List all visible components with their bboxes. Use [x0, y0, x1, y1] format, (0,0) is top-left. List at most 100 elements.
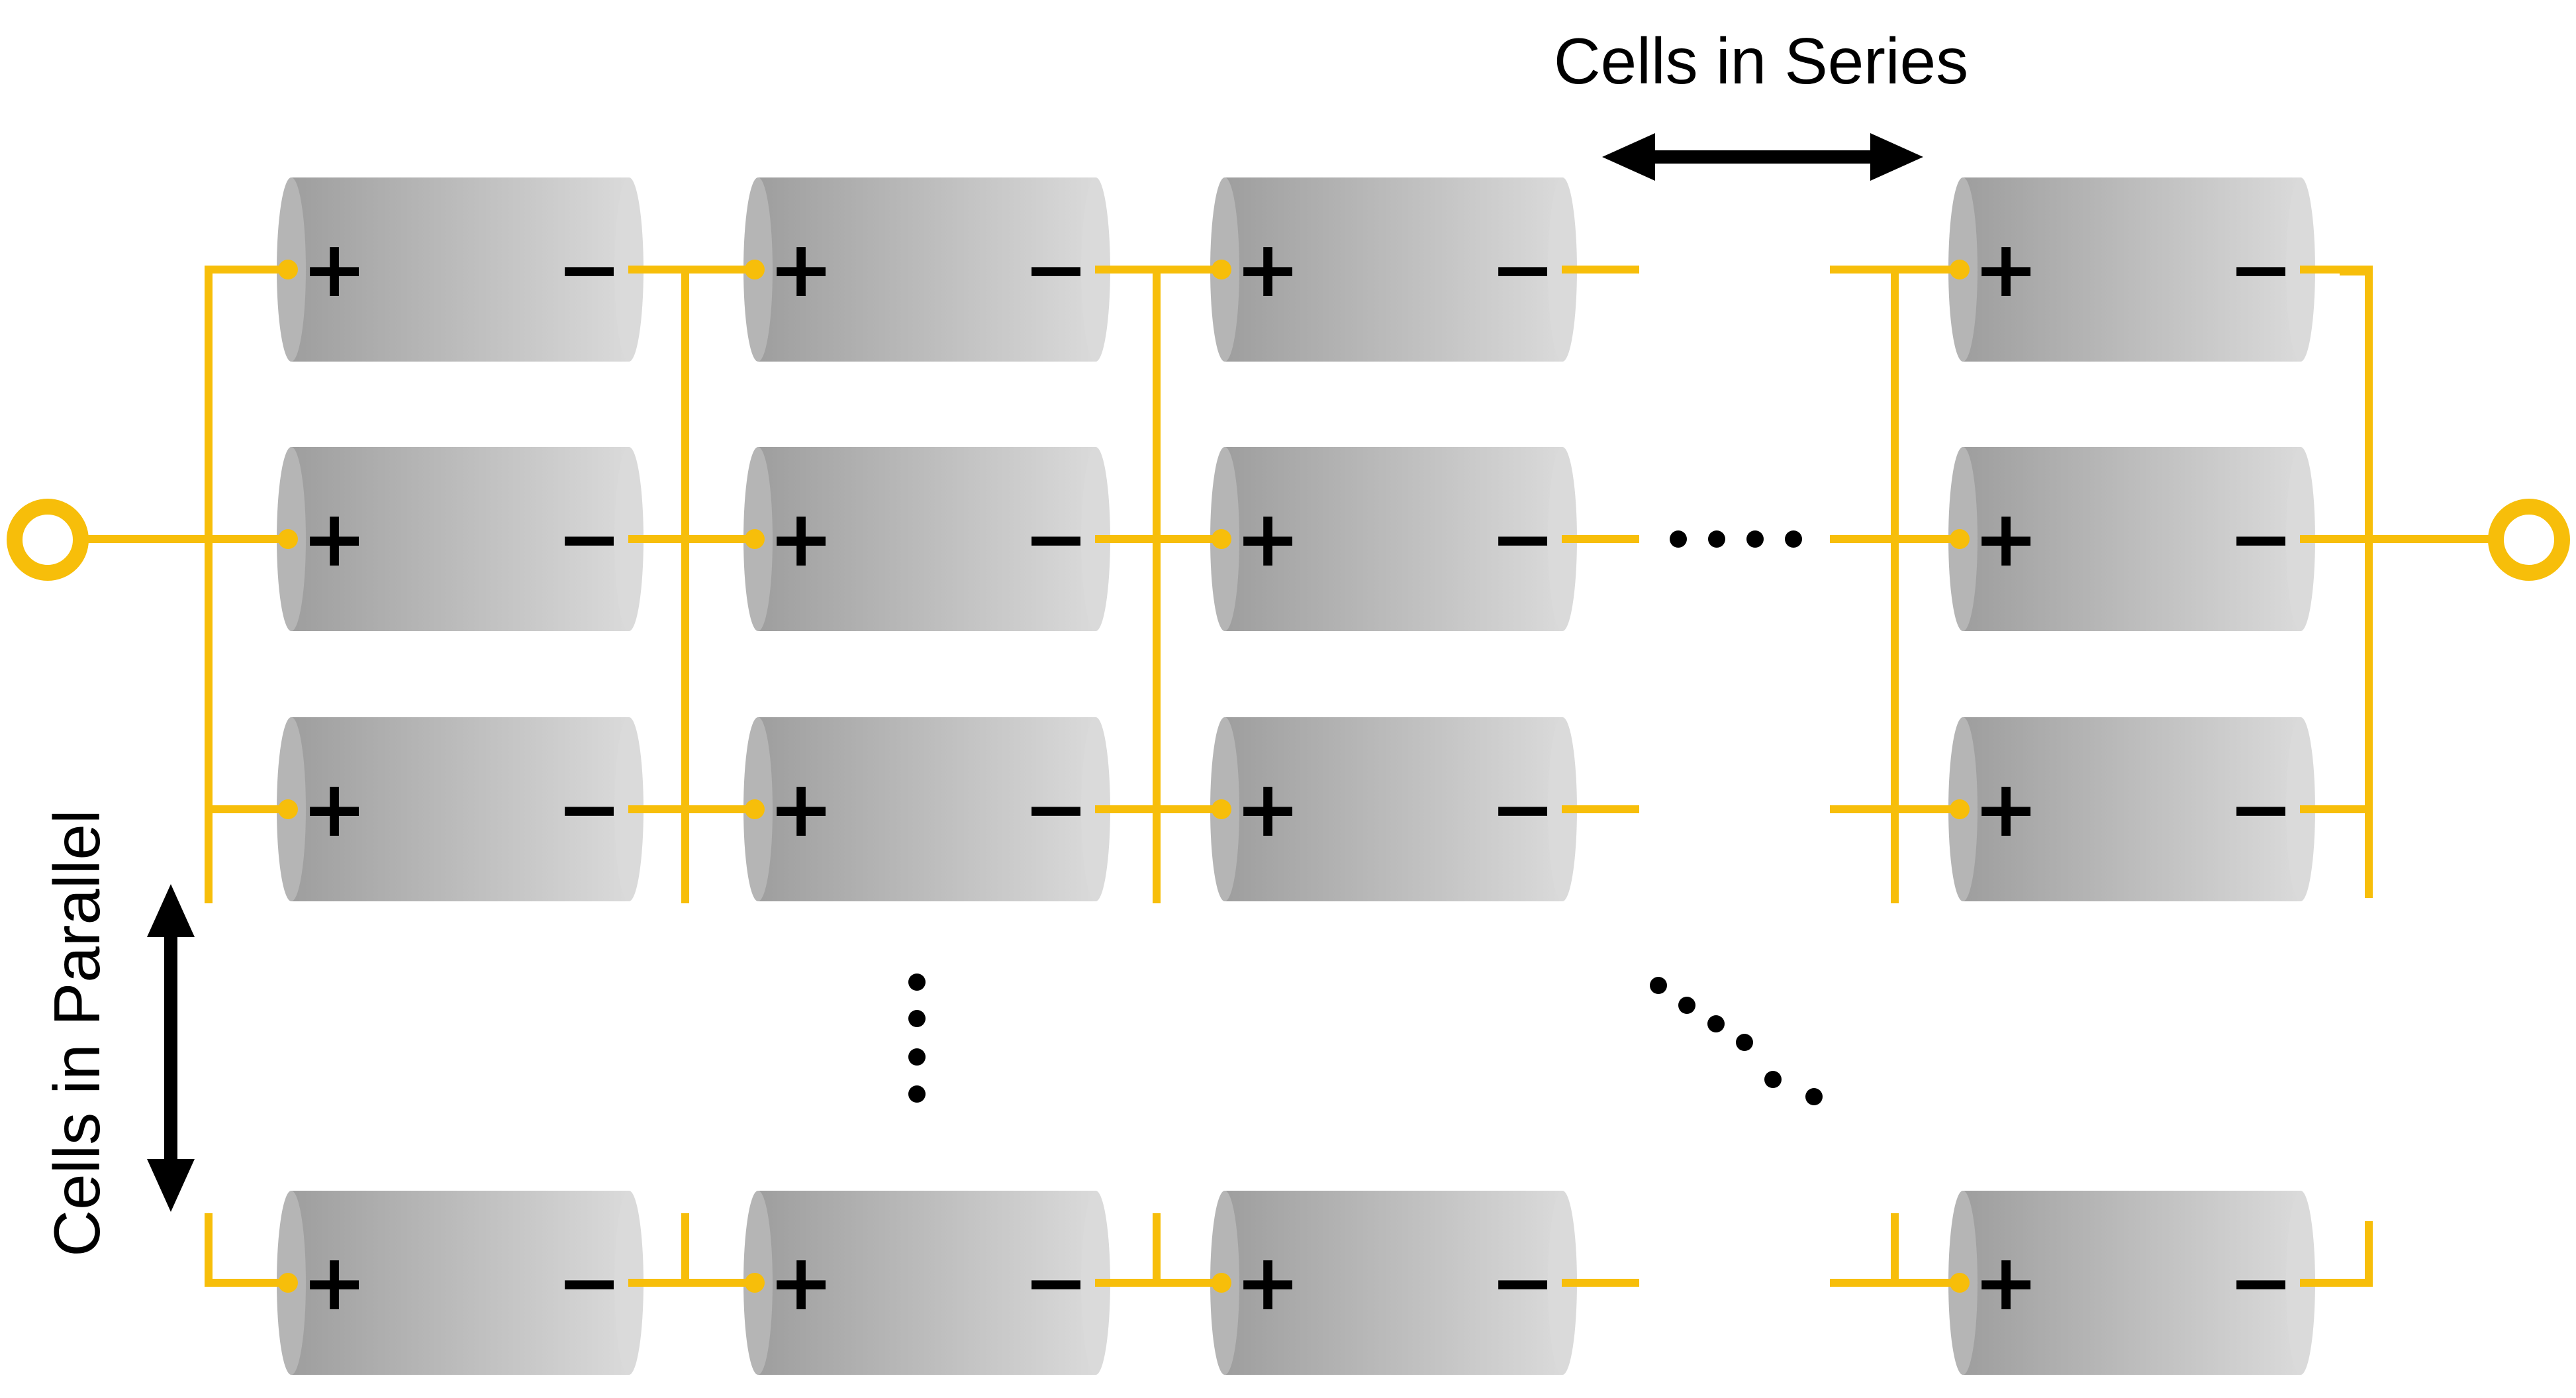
- terminal-contact-dot: [745, 799, 765, 819]
- negative-terminal-label: −: [2228, 223, 2294, 315]
- ellipsis-dot: [1650, 977, 1667, 994]
- ellipsis-dot: [1764, 1071, 1782, 1088]
- terminal-contact-dot: [1950, 1273, 1970, 1293]
- cell-body: [291, 1191, 629, 1375]
- battery-cell: +−: [1948, 447, 2315, 631]
- positive-terminal-label: +: [302, 1236, 367, 1328]
- ellipsis-dot: [908, 974, 926, 991]
- terminal-contact-dot: [278, 799, 298, 819]
- ellipsis-dot: [1736, 1034, 1753, 1051]
- cell-body: [1225, 717, 1562, 901]
- parallel-label: Cells in Parallel: [40, 809, 113, 1256]
- terminal-contact-dot: [278, 529, 298, 549]
- negative-terminal-label: −: [1490, 223, 1556, 315]
- terminal-contact-dot: [1212, 260, 1231, 279]
- battery-cell: +−: [743, 717, 1110, 901]
- negative-terminal-label: −: [557, 493, 622, 584]
- terminal-contact-dot: [278, 1273, 298, 1293]
- ellipsis-dot: [908, 1010, 926, 1027]
- battery-cell: +−: [743, 177, 1110, 362]
- terminal-contact-dot: [278, 260, 298, 279]
- battery-cell: +−: [277, 177, 644, 362]
- battery-cell: +−: [1948, 717, 2315, 901]
- negative-terminal-label: −: [557, 223, 622, 315]
- cell-body: [758, 1191, 1096, 1375]
- cell-body: [291, 447, 629, 631]
- battery-cell: +−: [1210, 447, 1577, 631]
- negative-terminal-label: −: [1490, 763, 1556, 854]
- positive-terminal-label: +: [302, 763, 367, 854]
- negative-terminal-label: −: [1024, 493, 1089, 584]
- positive-terminal-label: +: [769, 763, 834, 854]
- series-arrow-icon: [1602, 133, 1923, 181]
- battery-cell: +−: [1948, 177, 2315, 362]
- negative-terminal-label: −: [2228, 1236, 2294, 1328]
- pack-negative-terminal-icon: [2488, 499, 2570, 581]
- cell-body: [1963, 177, 2301, 362]
- positive-terminal-label: +: [1235, 763, 1301, 854]
- positive-terminal-label: +: [769, 1236, 834, 1328]
- cell-body: [1963, 1191, 2301, 1375]
- pack-positive-terminal-icon: [7, 499, 89, 581]
- cell-body: [758, 447, 1096, 631]
- terminal-contact-dot: [1212, 1273, 1231, 1293]
- cell-body: [1963, 717, 2301, 901]
- battery-cell: +−: [277, 1191, 644, 1375]
- negative-terminal-label: −: [1490, 493, 1556, 584]
- positive-terminal-label: +: [1974, 223, 2039, 315]
- positive-terminal-label: +: [769, 493, 834, 584]
- ellipsis-dot: [1746, 530, 1764, 548]
- positive-terminal-label: +: [1235, 223, 1301, 315]
- series-label: Cells in Series: [1554, 25, 1968, 97]
- ellipsis-dot: [1708, 530, 1725, 548]
- positive-terminal-label: +: [1235, 493, 1301, 584]
- ellipsis-dot: [908, 1048, 926, 1066]
- battery-cell: +−: [743, 447, 1110, 631]
- terminal-contact-dot: [1950, 529, 1970, 549]
- battery-cell: +−: [1210, 717, 1577, 901]
- cell-body: [1225, 1191, 1562, 1375]
- cell-body: [1225, 177, 1562, 362]
- battery-cell: +−: [1210, 1191, 1577, 1375]
- terminal-contact-dot: [1212, 799, 1231, 819]
- negative-terminal-label: −: [1490, 1236, 1556, 1328]
- ellipsis-dots: [908, 530, 1823, 1105]
- ellipsis-dot: [1805, 1088, 1823, 1105]
- negative-terminal-label: −: [2228, 493, 2294, 584]
- negative-terminal-label: −: [1024, 763, 1089, 854]
- terminal-contact-dot: [745, 260, 765, 279]
- cell-body: [291, 177, 629, 362]
- cell-body: [758, 717, 1096, 901]
- terminal-contact-dot: [1950, 799, 1970, 819]
- ellipsis-dot: [908, 1085, 926, 1103]
- negative-terminal-label: −: [2228, 763, 2294, 854]
- battery-cell: +−: [277, 447, 644, 631]
- terminal-contact-dot: [745, 1273, 765, 1293]
- cell-body: [1963, 447, 2301, 631]
- ellipsis-dot: [1678, 997, 1695, 1014]
- wiring: [75, 260, 2501, 1293]
- battery-cell: +−: [1948, 1191, 2315, 1375]
- positive-terminal-label: +: [302, 493, 367, 584]
- positive-terminal-label: +: [1974, 493, 2039, 584]
- positive-terminal-label: +: [1974, 763, 2039, 854]
- negative-terminal-label: −: [557, 1236, 622, 1328]
- ellipsis-dot: [1670, 530, 1687, 548]
- positive-terminal-label: +: [1235, 1236, 1301, 1328]
- terminal-contact-dot: [745, 529, 765, 549]
- ellipsis-dot: [1785, 530, 1802, 548]
- positive-terminal-label: +: [302, 223, 367, 315]
- positive-terminal-label: +: [1974, 1236, 2039, 1328]
- negative-terminal-label: −: [1024, 223, 1089, 315]
- cell-body: [291, 717, 629, 901]
- terminal-contact-dot: [1950, 260, 1970, 279]
- battery-cell: +−: [743, 1191, 1110, 1375]
- battery-cell: +−: [1210, 177, 1577, 362]
- parallel-arrow-icon: [147, 884, 195, 1212]
- battery-cell: +−: [277, 717, 644, 901]
- positive-terminal-label: +: [769, 223, 834, 315]
- negative-terminal-label: −: [557, 763, 622, 854]
- ellipsis-dot: [1707, 1015, 1725, 1032]
- cell-body: [758, 177, 1096, 362]
